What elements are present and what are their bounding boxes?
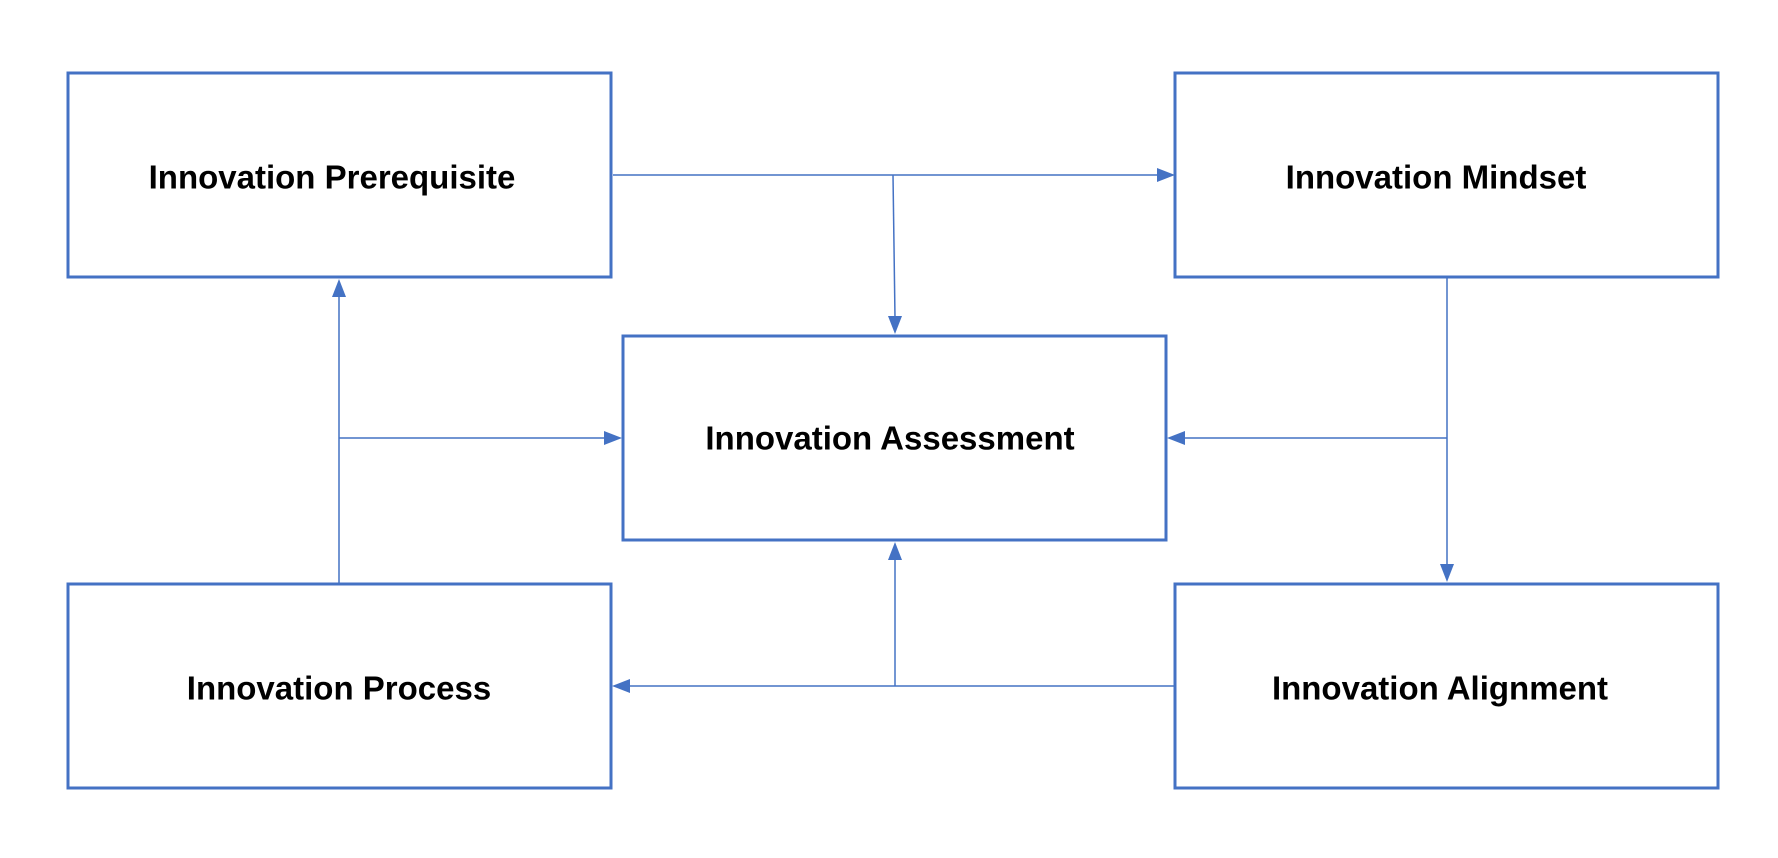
arrowhead-into-alignment (1440, 564, 1454, 582)
node-box (1173, 71, 1720, 279)
arrowhead-into-assessment-right (1167, 431, 1185, 445)
node-box (1173, 582, 1720, 790)
node-innovation-mindset: Innovation Mindset (1173, 71, 1720, 279)
node-label: Innovation Prerequisite (149, 159, 516, 196)
connectors (332, 168, 1454, 693)
node-label: Innovation Assessment (705, 420, 1074, 457)
arrowhead-into-process (612, 679, 630, 693)
arrowhead-into-mindset (1157, 168, 1175, 182)
arrowhead-into-assessment-bottom (888, 542, 902, 560)
arrowhead-into-prerequisite (332, 279, 346, 297)
edge-prerequisite-to-assessment (892, 174, 896, 319)
node-innovation-process: Innovation Process (66, 582, 613, 790)
node-label: Innovation Mindset (1286, 159, 1587, 196)
node-label: Innovation Process (187, 670, 491, 707)
node-box (66, 582, 613, 790)
arrowhead-into-assessment-left (604, 431, 622, 445)
node-innovation-assessment: Innovation Assessment (621, 334, 1168, 542)
node-innovation-prerequisite: Innovation Prerequisite (66, 71, 613, 279)
node-innovation-alignment: Innovation Alignment (1173, 582, 1720, 790)
arrowhead-into-assessment-top (888, 316, 902, 334)
node-label: Innovation Alignment (1272, 670, 1608, 707)
node-box (621, 334, 1168, 542)
node-box (66, 71, 613, 279)
